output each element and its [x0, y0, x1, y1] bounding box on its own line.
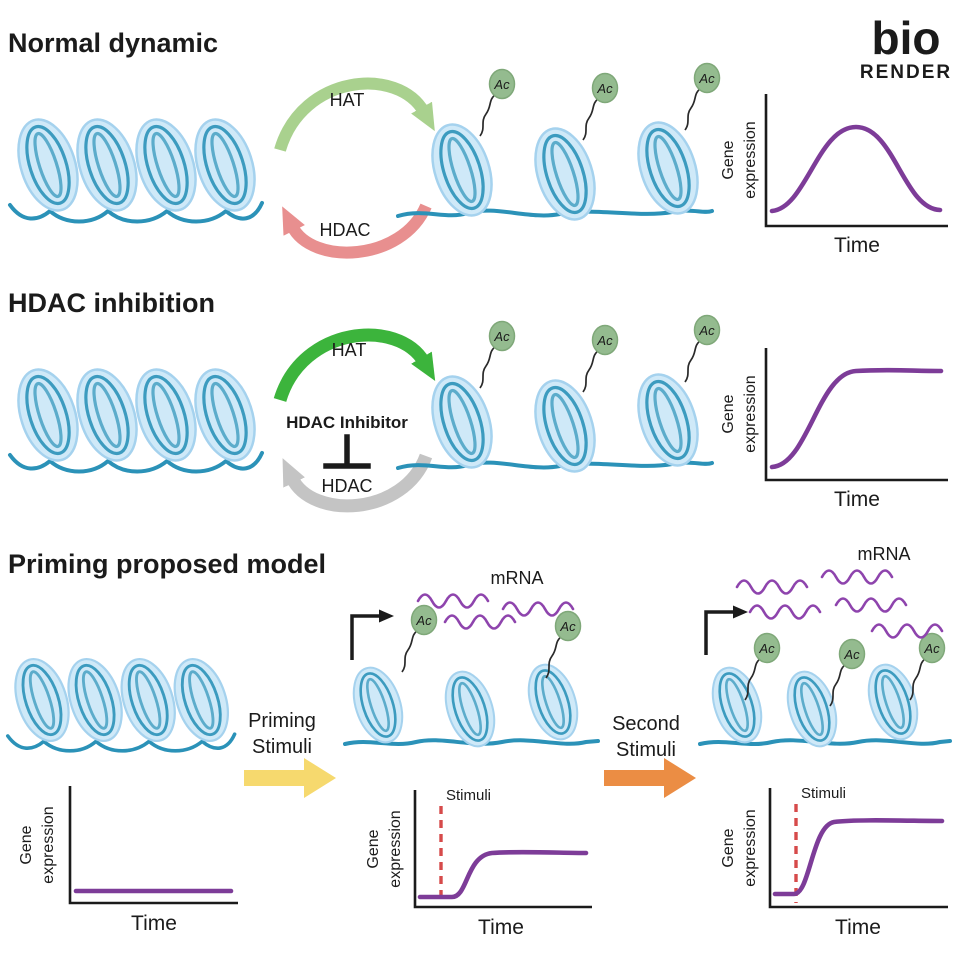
hat-label: HAT	[332, 340, 367, 360]
mrna-label: mRNA	[858, 544, 911, 564]
y-axis-label-gene: Gene	[720, 394, 737, 433]
priming-stimuli-label-line1: Priming	[248, 710, 316, 732]
nucleosome	[343, 660, 413, 750]
acetyl-tag	[753, 632, 781, 664]
stimuli-annotation: Stimuli	[446, 787, 491, 804]
section-title-normal: Normal dynamic	[8, 28, 218, 58]
histone-tail	[582, 349, 600, 393]
nucleosome	[518, 657, 588, 747]
graph-normal-dynamic: Gene expression Time	[720, 94, 948, 257]
y-axis-label-expression: expression	[742, 375, 759, 452]
x-axis-label-time: Time	[834, 488, 880, 511]
expression-curve-primed	[417, 849, 589, 900]
acetyl-tag	[554, 610, 582, 642]
histone-tail	[684, 87, 702, 131]
graph-axes	[68, 786, 238, 905]
graph-axes	[413, 790, 592, 909]
mrna-transcript	[834, 597, 908, 613]
biorender-logo: bio RENDER	[860, 12, 952, 83]
acetyl-tag	[488, 320, 516, 352]
expression-curve-bell	[769, 124, 943, 214]
section-priming-model: Priming proposed model Gene expression T…	[6, 544, 952, 939]
condensed-chromatin	[6, 652, 238, 751]
condensed-chromatin	[8, 362, 265, 472]
acetyl-tag	[693, 314, 721, 346]
section-normal-dynamic: Normal dynamic HAT HDAC Gene expression …	[8, 28, 948, 259]
histone-tail	[479, 345, 497, 389]
second-stimuli-label-line1: Second	[612, 713, 680, 735]
acetyl-tag	[410, 604, 438, 636]
x-axis-label-time: Time	[835, 916, 881, 939]
y-axis-label-expression: expression	[40, 806, 57, 883]
graph-priming-first-stimulus: Stimuli Gene expression Time	[365, 787, 592, 939]
logo-wordmark-bottom: RENDER	[860, 62, 952, 83]
acetyl-tag	[488, 68, 516, 100]
y-axis-label-gene: Gene	[720, 828, 737, 867]
graph-axes	[764, 94, 948, 228]
mrna-transcript	[735, 579, 809, 595]
graph-priming-baseline: Gene expression Time	[18, 786, 238, 935]
x-axis-label-time: Time	[131, 912, 177, 935]
mrna-transcript	[820, 569, 894, 585]
nucleosome	[626, 113, 710, 223]
hdac-arrow-blocked	[282, 453, 433, 513]
transcription-start-arrow	[704, 605, 748, 655]
hdac-arrow	[282, 203, 432, 259]
condensed-chromatin	[8, 112, 265, 222]
reactivated-chromatin-panel: mRNA	[698, 544, 952, 754]
mrna-label: mRNA	[491, 568, 544, 588]
acetyl-tag	[591, 72, 619, 104]
acetyl-tag	[591, 324, 619, 356]
y-axis-label-expression: expression	[387, 810, 404, 887]
stimuli-annotation: Stimuli	[801, 785, 846, 802]
hat-arrow	[274, 77, 435, 152]
graph-priming-second-stimulus: Stimuli Gene expression Time	[720, 785, 948, 939]
hdac-label: HDAC	[321, 476, 372, 496]
transcription-start-arrow	[350, 609, 394, 660]
hdac-label: HDAC	[319, 220, 370, 240]
y-axis-label-expression: expression	[742, 809, 759, 886]
nucleosome	[420, 367, 504, 477]
y-axis-label-gene: Gene	[365, 829, 382, 868]
expression-curve-sigmoid	[769, 367, 944, 470]
y-axis-label-gene: Gene	[18, 825, 35, 864]
primed-chromatin-panel: mRNA	[343, 568, 600, 754]
hdac-inhibitor-label: HDAC Inhibitor	[286, 413, 408, 432]
acetyl-tag	[693, 62, 721, 94]
x-axis-label-time: Time	[478, 916, 524, 939]
graph-axes	[768, 788, 948, 909]
mrna-transcript	[416, 593, 490, 609]
histone-tail	[479, 93, 497, 137]
nucleosome	[626, 365, 710, 475]
histone-tail	[829, 663, 847, 707]
section-title-hdac-inhibition: HDAC inhibition	[8, 288, 215, 318]
x-axis-label-time: Time	[834, 234, 880, 257]
acetyl-tag	[838, 638, 866, 670]
priming-stimuli-arrow	[244, 758, 336, 798]
y-axis-label-expression: expression	[742, 121, 759, 198]
mrna-transcript	[748, 604, 822, 620]
histone-tail	[582, 97, 600, 141]
histone-tail	[401, 629, 419, 673]
second-stimuli-label-line2: Stimuli	[616, 739, 676, 761]
hat-label: HAT	[330, 90, 365, 110]
hat-arrow-strong	[273, 328, 436, 403]
histone-tail	[684, 339, 702, 383]
priming-stimuli-label-line2: Stimuli	[252, 736, 312, 758]
logo-wordmark-top: bio	[872, 12, 941, 64]
y-axis-label-gene: Gene	[720, 140, 737, 179]
section-title-priming: Priming proposed model	[8, 549, 326, 579]
open-dna-strand	[396, 460, 714, 470]
expression-curve-boosted	[772, 818, 945, 897]
graph-axes	[764, 348, 948, 482]
histone-tail	[909, 657, 927, 701]
section-hdac-inhibition: HDAC inhibition HAT HDAC Inhibitor HDAC …	[8, 288, 948, 513]
mrna-transcript	[443, 614, 517, 630]
nucleosome	[420, 115, 504, 225]
nucleosome	[702, 660, 772, 750]
second-stimuli-arrow	[604, 758, 696, 798]
graph-hdac-inhibition: Gene expression Time	[720, 348, 948, 511]
open-dna-strand	[396, 208, 714, 218]
nucleosome	[858, 657, 928, 747]
